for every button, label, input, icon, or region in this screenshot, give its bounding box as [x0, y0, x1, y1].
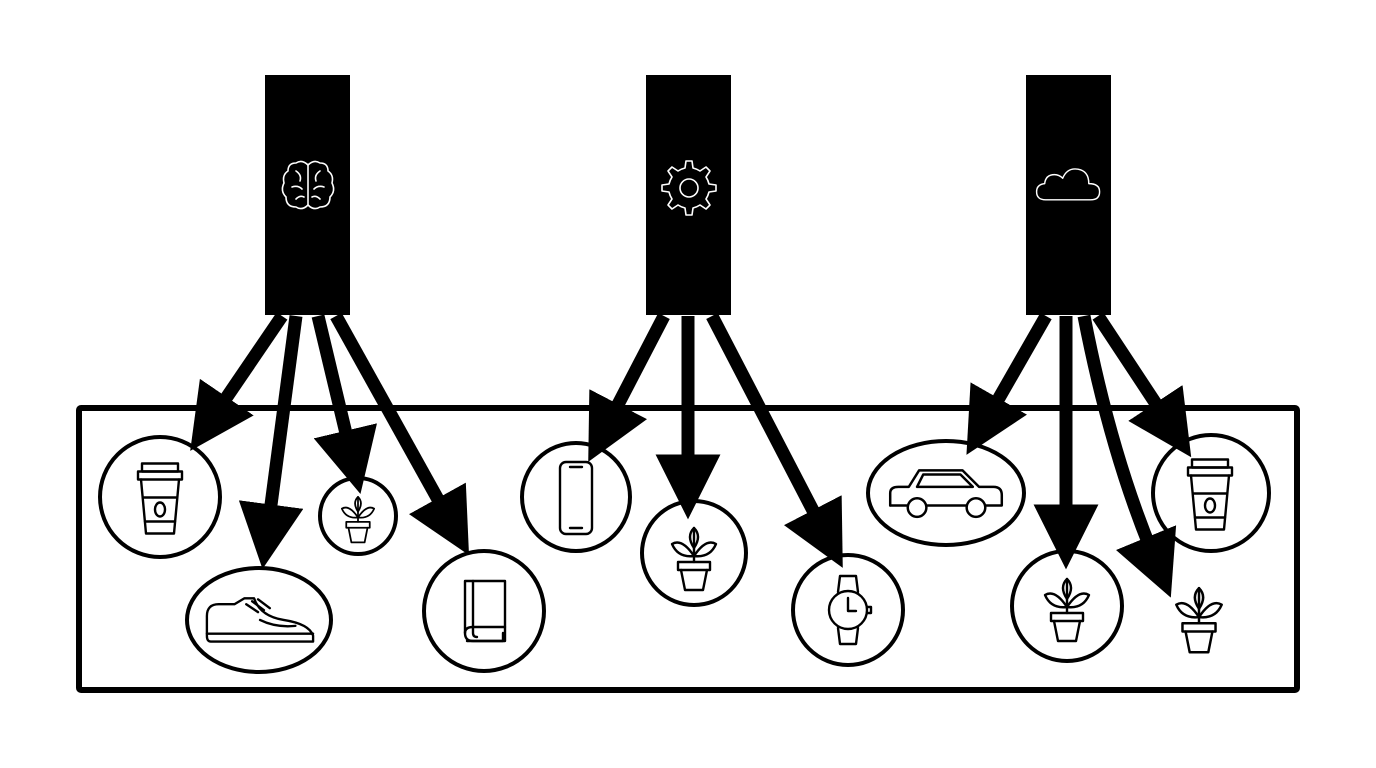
item-node-car: [866, 439, 1026, 547]
potted-plant-icon: [1043, 577, 1091, 643]
arrow-s1-i3: [311, 314, 377, 495]
potted-plant-icon: [670, 526, 718, 592]
item-node-coffee-cup: [1151, 433, 1271, 553]
smartphone-icon: [558, 460, 594, 536]
sneaker-icon: [205, 597, 315, 643]
item-node-plant-unenclosed: [1174, 586, 1224, 654]
arrow-s1-i1: [190, 312, 288, 451]
arrow-s1-i2: [238, 315, 304, 569]
arrow-s2-i7: [706, 313, 843, 568]
item-node-smartphone: [520, 441, 632, 553]
coffee-cup-icon: [136, 462, 184, 535]
arrow-s2-i5: [588, 313, 670, 462]
arrow-s3-i11: [1077, 314, 1177, 598]
item-node-coffee-cup: [98, 435, 222, 559]
item-node-sneaker: [185, 566, 333, 674]
item-node-plant: [1010, 549, 1124, 663]
wristwatch-icon: [827, 574, 873, 646]
arrow-s3-i8: [966, 312, 1052, 455]
item-node-plant: [640, 499, 748, 607]
source-bar-brain: [265, 75, 350, 315]
arrow-s1-i4: [330, 312, 470, 556]
potted-plant-icon: [340, 496, 376, 544]
item-node-book: [422, 549, 546, 673]
connection-arrows: [190, 312, 1192, 598]
arrow-s3-i9: [1092, 312, 1192, 458]
potted-plant-icon: [1174, 586, 1224, 654]
book-icon: [463, 579, 507, 643]
source-bar-cloud: [1026, 75, 1111, 315]
source-bar-gear: [646, 75, 731, 315]
item-node-wristwatch: [791, 553, 905, 667]
item-node-plant: [318, 476, 398, 556]
coffee-cup-icon: [1186, 458, 1234, 531]
car-icon: [888, 469, 1004, 519]
